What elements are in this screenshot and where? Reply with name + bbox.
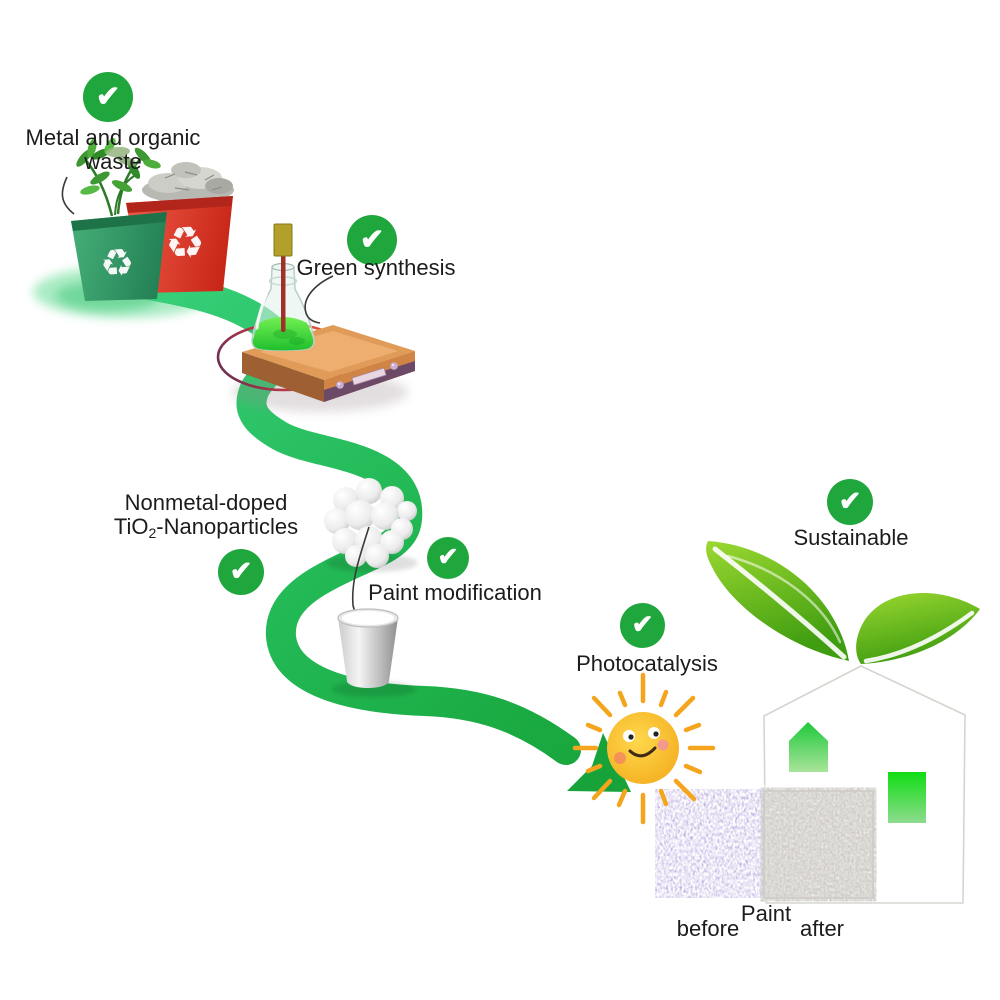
hotplate-knob bbox=[390, 362, 398, 370]
clamp-block bbox=[273, 223, 293, 257]
paint-swatch-after bbox=[763, 790, 874, 899]
check-badge-photocatalysis: ✔ bbox=[620, 603, 665, 648]
check-icon: ✔ bbox=[359, 223, 385, 256]
erlenmeyer-flask bbox=[251, 223, 315, 351]
sustainability-leaves bbox=[706, 541, 980, 664]
label-metal-organic-waste: Metal and organic waste bbox=[25, 125, 201, 174]
hotplate-knob bbox=[336, 381, 344, 389]
green-recycle-bin: ♻ bbox=[71, 212, 167, 301]
label-paint-modification: Paint modification bbox=[368, 580, 542, 605]
sun-cheek bbox=[657, 739, 669, 751]
check-badge-paint-modification: ✔ bbox=[427, 537, 469, 579]
sun-cheek bbox=[614, 752, 626, 764]
check-icon: ✔ bbox=[631, 609, 654, 639]
paint-bucket-illustration bbox=[332, 608, 416, 697]
house-window bbox=[789, 722, 828, 772]
subscript-2: 2 bbox=[148, 525, 157, 541]
label-after: after bbox=[799, 916, 845, 941]
waste-bins-illustration: ♻ ♻ bbox=[71, 137, 234, 301]
label-sustainable: Sustainable bbox=[793, 525, 909, 550]
arrow-head bbox=[567, 733, 631, 792]
paint-comparison-swatches bbox=[655, 789, 874, 899]
sun-face bbox=[607, 712, 679, 784]
hotplate bbox=[242, 325, 415, 402]
check-icon: ✔ bbox=[437, 543, 459, 571]
label-nanoparticles: Nonmetal-doped TiO2-Nanoparticles bbox=[113, 490, 299, 542]
metal-scrap-pile bbox=[142, 162, 234, 203]
recycle-icon: ♻ bbox=[164, 218, 207, 270]
callout-waste bbox=[61, 176, 75, 215]
check-badge-nanoparticles: ✔ bbox=[218, 549, 264, 595]
white-paint-surface bbox=[342, 611, 394, 625]
green-liquid bbox=[252, 317, 314, 351]
check-icon: ✔ bbox=[838, 485, 862, 516]
plant-sprigs bbox=[76, 137, 161, 217]
paint-swatch-before bbox=[655, 789, 765, 898]
label-photocatalysis: Photocatalysis bbox=[576, 651, 718, 676]
check-icon: ✔ bbox=[95, 80, 121, 113]
label-before: before bbox=[676, 916, 740, 941]
stirring-rod bbox=[281, 250, 286, 332]
nanoparticle-cluster-illustration bbox=[324, 478, 418, 572]
check-badge-sustainable: ✔ bbox=[827, 479, 873, 525]
sun-illustration bbox=[572, 672, 716, 825]
sun-rays bbox=[572, 672, 716, 825]
check-badge-waste: ✔ bbox=[83, 72, 133, 122]
label-green-synthesis: Green synthesis bbox=[296, 255, 456, 280]
sun-smile bbox=[628, 746, 657, 758]
check-badge-synthesis: ✔ bbox=[347, 215, 397, 265]
hotplate-display bbox=[351, 367, 387, 386]
house-door bbox=[888, 772, 926, 823]
hotplate-flask-illustration bbox=[216, 223, 415, 412]
check-icon: ✔ bbox=[229, 555, 253, 586]
callout-synthesis bbox=[304, 275, 334, 324]
label-paint: Paint bbox=[740, 901, 792, 926]
recycle-icon: ♻ bbox=[99, 242, 136, 286]
